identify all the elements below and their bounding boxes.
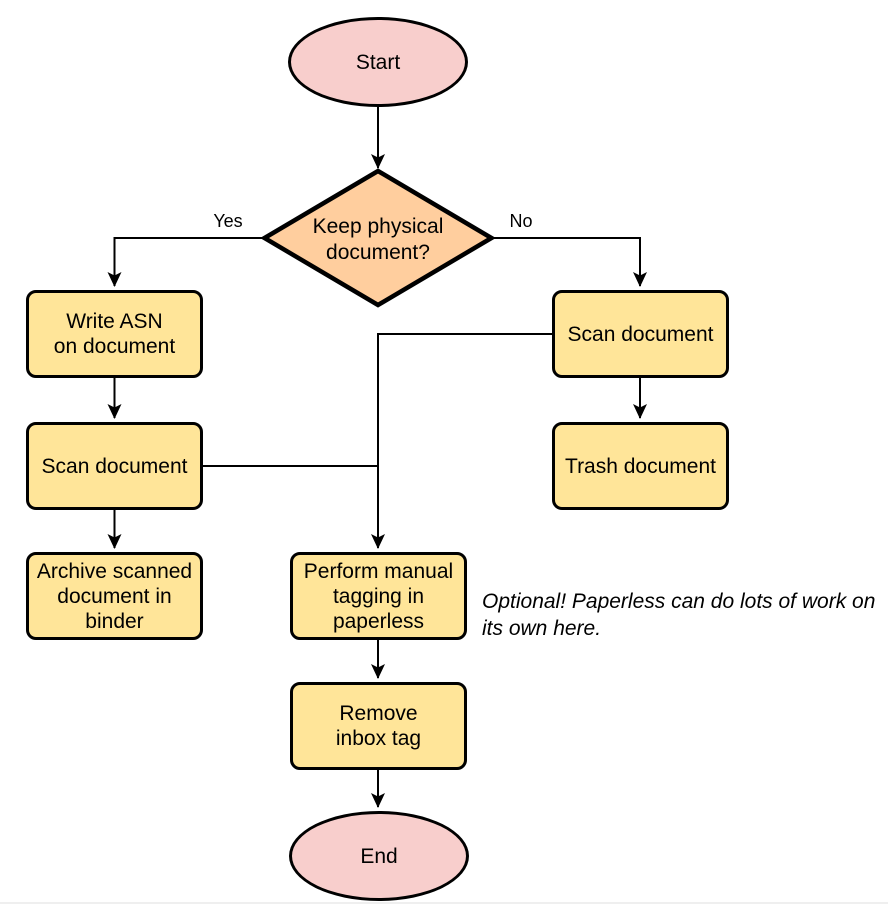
optional-note: Optional! Paperless can do lots of work …: [482, 590, 876, 640]
node-archive-in-binder: Archive scanned document in binder: [26, 552, 203, 640]
edge-label-no: No: [509, 211, 533, 231]
edge-label-yes: Yes: [213, 211, 243, 231]
edge-decision-yes-to-write-asn: [107, 237, 265, 287]
decision-diamond-shape: [260, 168, 496, 308]
node-scan-document-left: Scan document: [26, 422, 203, 510]
node-start: Start: [288, 17, 468, 107]
edge-scan-right-to-tagging: [371, 333, 552, 549]
node-manual-tagging: Perform manual tagging in paperless: [290, 552, 467, 640]
node-scan-document-right: Scan document: [552, 290, 729, 378]
node-decision-label: Keep physical document?: [312, 215, 444, 264]
node-remove-inbox-tag: Remove inbox tag: [290, 682, 467, 770]
edge-decision-no-to-scan-right: [491, 237, 647, 287]
node-trash-document: Trash document: [552, 422, 729, 510]
node-write-asn: Write ASN on document: [26, 290, 203, 378]
node-end: End: [289, 811, 469, 901]
bottom-divider: [0, 902, 888, 904]
